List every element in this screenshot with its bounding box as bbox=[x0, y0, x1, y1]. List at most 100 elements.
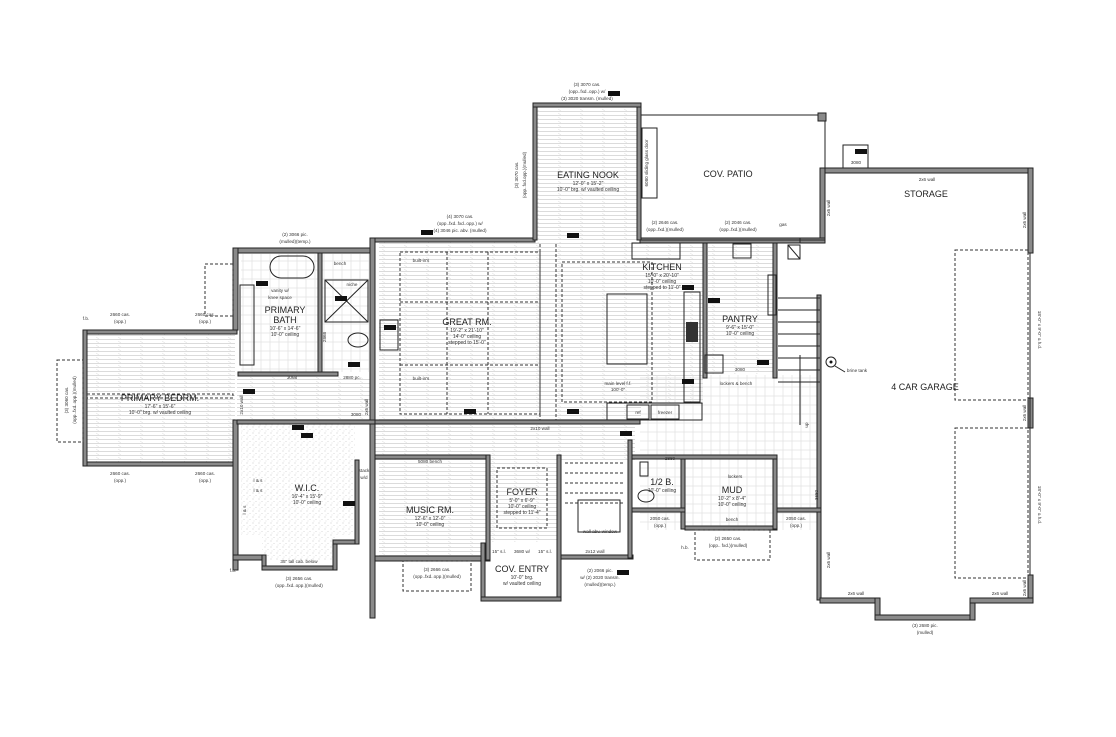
room-half-bath: 1/2 B. 10'-0" ceiling bbox=[648, 477, 677, 494]
svg-text:3680 w/: 3680 w/ bbox=[514, 549, 531, 554]
svg-text:stack: stack bbox=[359, 468, 370, 473]
svg-text:vanity w/: vanity w/ bbox=[271, 288, 290, 293]
svg-text:(opp..fxd..opp.)(mulled): (opp..fxd..opp.)(mulled) bbox=[72, 376, 77, 424]
svg-text:(3) 3020 transm. (mulled): (3) 3020 transm. (mulled) bbox=[561, 96, 613, 101]
svg-text:PRIMARY BEDRM.: PRIMARY BEDRM. bbox=[121, 393, 199, 403]
svg-text:18'-0" x 9'-0" o.h.d.: 18'-0" x 9'-0" o.h.d. bbox=[1037, 311, 1042, 349]
svg-text:15" s.l.: 15" s.l. bbox=[538, 549, 552, 554]
svg-text:(4) 3070 cas.: (4) 3070 cas. bbox=[447, 214, 474, 219]
svg-text:lockers & bench: lockers & bench bbox=[720, 381, 753, 386]
svg-text:bench: bench bbox=[334, 261, 347, 266]
svg-text:BATH: BATH bbox=[273, 315, 296, 325]
svg-text:35" tall cab. below: 35" tall cab. below bbox=[280, 559, 318, 564]
room-pantry: PANTRY 9'-6" x 15'-0" 10'-0" ceiling bbox=[722, 314, 758, 337]
svg-text:w/d: w/d bbox=[360, 475, 368, 480]
svg-text:2x6 wall: 2x6 wall bbox=[1022, 580, 1027, 597]
svg-text:15" s.l.: 15" s.l. bbox=[492, 549, 506, 554]
svg-text:2880 pc.: 2880 pc. bbox=[343, 375, 361, 380]
svg-text:2050 cas.: 2050 cas. bbox=[786, 516, 806, 521]
svg-text:PANTRY: PANTRY bbox=[722, 314, 758, 324]
svg-text:3080: 3080 bbox=[851, 160, 862, 165]
svg-text:(2) 3066 pic.: (2) 3066 pic. bbox=[282, 232, 308, 237]
svg-text:10'-0" ceiling: 10'-0" ceiling bbox=[726, 331, 755, 337]
svg-text:ref: ref bbox=[635, 410, 641, 415]
svg-text:2660 cas.: 2660 cas. bbox=[110, 312, 130, 317]
room-mud: MUD 10'-2" x 8'-4" 10'-0" ceiling bbox=[718, 485, 747, 508]
svg-text:(4) 3046 pic. abv. (mulled): (4) 3046 pic. abv. (mulled) bbox=[433, 228, 486, 233]
detail-tags bbox=[243, 91, 867, 575]
svg-text:(mulled)(temp.): (mulled)(temp.) bbox=[584, 582, 616, 587]
svg-text:freezer: freezer bbox=[658, 410, 673, 415]
stairs-main bbox=[778, 297, 820, 425]
svg-text:10'-0" ceiling: 10'-0" ceiling bbox=[648, 279, 677, 285]
room-wic: W.I.C. 16'-4" x 15'-9" 10'-0" ceiling bbox=[292, 483, 323, 506]
svg-text:(opp.): (opp.) bbox=[114, 478, 126, 483]
svg-text:EATING NOOK: EATING NOOK bbox=[557, 170, 619, 180]
svg-text:2660 cas.: 2660 cas. bbox=[195, 471, 215, 476]
svg-text:3080: 3080 bbox=[351, 412, 362, 417]
svg-text:(mulled): (mulled) bbox=[917, 630, 934, 635]
room-cov-entry: COV. ENTRY 10'-0" brg. w/ vaulted ceilin… bbox=[495, 564, 549, 587]
floor-finishes bbox=[87, 108, 818, 560]
svg-text:bench: bench bbox=[726, 517, 739, 522]
room-primary-bedroom: PRIMARY BEDRM. 17'-6" x 15'-6" 10'-0" br… bbox=[121, 393, 199, 416]
room-storage: STORAGE bbox=[904, 189, 948, 199]
svg-text:(3) 2680 pic.: (3) 2680 pic. bbox=[912, 623, 938, 628]
svg-text:COV. ENTRY: COV. ENTRY bbox=[495, 564, 549, 574]
room-cov-patio: COV. PATIO bbox=[703, 169, 752, 179]
svg-text:10'-0" ceiling: 10'-0" ceiling bbox=[718, 502, 747, 508]
svg-text:(opp..fxd..opp.)(mulled): (opp..fxd..opp.)(mulled) bbox=[275, 583, 323, 588]
svg-text:2x6 wall: 2x6 wall bbox=[992, 591, 1009, 596]
svg-text:2x6 wall: 2x6 wall bbox=[919, 177, 936, 182]
svg-text:1/2 B.: 1/2 B. bbox=[650, 477, 674, 487]
svg-text:18'-0" x 9'-0" o.h.d.: 18'-0" x 9'-0" o.h.d. bbox=[1037, 486, 1042, 524]
svg-text:16'-4" x 15'-9": 16'-4" x 15'-9" bbox=[292, 494, 323, 500]
svg-text:10'-0" ceiling: 10'-0" ceiling bbox=[271, 332, 300, 338]
svg-text:14'-0" ceiling: 14'-0" ceiling bbox=[453, 334, 482, 340]
svg-text:3680: 3680 bbox=[814, 489, 819, 500]
svg-text:2x6 wall: 2x6 wall bbox=[826, 200, 831, 217]
svg-text:(opp..fxd.)(mulled): (opp..fxd.)(mulled) bbox=[719, 227, 757, 232]
svg-text:15'-0" x 20'-10": 15'-0" x 20'-10" bbox=[645, 273, 679, 279]
svg-text:l & s: l & s bbox=[254, 478, 264, 483]
svg-text:(3) 3070 cas.: (3) 3070 cas. bbox=[514, 162, 519, 189]
svg-text:f.b.: f.b. bbox=[83, 316, 89, 321]
svg-text:gas: gas bbox=[779, 222, 787, 227]
svg-text:w/ vaulted ceiling: w/ vaulted ceiling bbox=[503, 581, 541, 587]
room-music: MUSIC RM. 12'-6" x 12'-0" 10'-0" ceiling bbox=[406, 505, 454, 528]
svg-text:stepped to 15'-0": stepped to 15'-0" bbox=[448, 340, 486, 346]
svg-text:2868: 2868 bbox=[322, 331, 327, 342]
svg-text:2x6 wall: 2x6 wall bbox=[1022, 212, 1027, 229]
svg-text:10'-6" x 14'-6": 10'-6" x 14'-6" bbox=[270, 326, 301, 332]
svg-text:10'-2" x 8'-4": 10'-2" x 8'-4" bbox=[718, 496, 746, 502]
svg-text:2660 cas.: 2660 cas. bbox=[195, 312, 215, 317]
room-foyer: FOYER 5'-0" x 6'-9" 10'-0" ceiling stepp… bbox=[503, 487, 540, 516]
svg-text:lockers: lockers bbox=[728, 474, 743, 479]
svg-text:stepped to 11'-0": stepped to 11'-0" bbox=[643, 285, 680, 291]
svg-text:19'-2" x 21'-10": 19'-2" x 21'-10" bbox=[450, 328, 484, 334]
svg-text:10'-0" brg. w/ vaulted ceiling: 10'-0" brg. w/ vaulted ceiling bbox=[129, 410, 191, 416]
svg-text:up: up bbox=[804, 422, 809, 428]
svg-text:(2) 2646 cas.: (2) 2646 cas. bbox=[652, 220, 679, 225]
annotations: (3) 3070 cas. (opp..fxd..opp.) w/ (3) 30… bbox=[64, 82, 1042, 635]
svg-text:(opp..fxd..opp.) w/: (opp..fxd..opp.) w/ bbox=[569, 89, 606, 94]
svg-text:(opp.): (opp.) bbox=[114, 319, 126, 324]
svg-text:10'-0" ceiling: 10'-0" ceiling bbox=[416, 522, 445, 528]
svg-text:PRIMARY: PRIMARY bbox=[265, 305, 306, 315]
svg-text:FOYER: FOYER bbox=[506, 487, 538, 497]
svg-text:(opp.): (opp.) bbox=[199, 478, 211, 483]
svg-text:5'-0" x 6'-9": 5'-0" x 6'-9" bbox=[509, 498, 534, 504]
svg-text:3080: 3080 bbox=[735, 367, 746, 372]
stairs-front bbox=[565, 462, 625, 533]
svg-text:GREAT RM.: GREAT RM. bbox=[442, 317, 491, 327]
svg-text:built-in's: built-in's bbox=[413, 376, 430, 381]
svg-text:2x6 wall: 2x6 wall bbox=[1022, 405, 1027, 422]
walls bbox=[82, 102, 1034, 621]
svg-text:(opp..fxd..opp.)(mulled): (opp..fxd..opp.)(mulled) bbox=[413, 574, 461, 579]
room-kitchen: KITCHEN 15'-0" x 20'-10" 10'-0" ceiling … bbox=[642, 262, 682, 291]
svg-text:l & s: l & s bbox=[242, 505, 247, 515]
svg-text:knee space: knee space bbox=[268, 295, 292, 300]
svg-text:2880: 2880 bbox=[665, 456, 676, 461]
svg-text:2x6 wall: 2x6 wall bbox=[364, 399, 369, 416]
